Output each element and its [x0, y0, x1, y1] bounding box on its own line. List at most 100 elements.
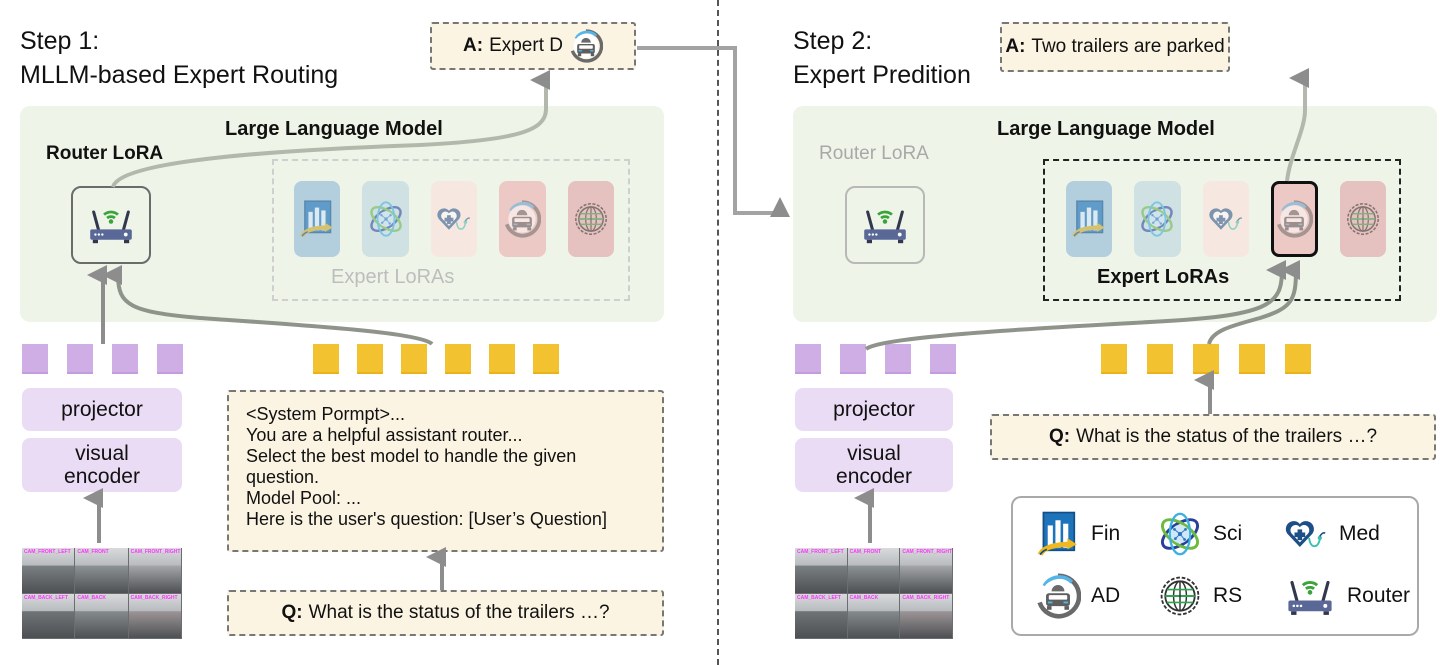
- step1-router-label: Router LoRA: [46, 143, 164, 164]
- camera-view: CAM_BACK: [847, 593, 900, 638]
- remote-sensing-globe-icon: [1157, 572, 1203, 620]
- text-token: [357, 344, 383, 374]
- camera-view: CAM_FRONT_LEFT: [795, 548, 847, 593]
- step2-answer-box: A: Two trailers are parked: [1000, 22, 1230, 72]
- step2-question-box: Q: What is the status of the trailers …?: [990, 414, 1436, 460]
- camera-label: CAM_BACK: [849, 594, 879, 601]
- step2-llm-title: Large Language Model: [997, 118, 1215, 140]
- expert-lora-fin[interactable]: [294, 181, 341, 257]
- legend-item-rs: RS: [1157, 572, 1283, 620]
- legend-item-fin: Fin: [1035, 510, 1157, 558]
- visual-token: [930, 344, 956, 374]
- system-prompt-line: Select the best model to handle the give…: [246, 446, 577, 466]
- camera-label: CAM_FRONT_LEFT: [797, 549, 844, 555]
- expert-lora-med[interactable]: [430, 181, 478, 257]
- camera-view: CAM_FRONT_RIGHT: [128, 548, 181, 593]
- visual-token: [885, 344, 911, 374]
- science-atom-icon: [1138, 199, 1176, 239]
- step2-router-lora[interactable]: [845, 186, 925, 264]
- text-token: [1101, 344, 1127, 374]
- legend-label: Med: [1339, 522, 1380, 545]
- text-token: [533, 344, 559, 374]
- legend-item-router: Router: [1283, 572, 1413, 620]
- science-atom-icon: [1157, 510, 1203, 558]
- router-icon: [85, 203, 137, 247]
- question-prefix: Q:: [1048, 426, 1071, 447]
- expert-lora-sci[interactable]: [1134, 181, 1181, 257]
- step1-llm-title: Large Language Model: [225, 118, 443, 140]
- expert-lora-rs[interactable]: [567, 181, 615, 257]
- expert-lora-rs[interactable]: [1339, 181, 1386, 257]
- remote-sensing-globe-icon: [1344, 199, 1382, 239]
- autonomous-driving-icon: [503, 199, 541, 239]
- medical-heart-icon: [1207, 199, 1245, 239]
- camera-label: CAM_BACK: [77, 594, 106, 601]
- step2-experts-label: Expert LoRAs: [1097, 266, 1230, 288]
- expert-lora-fin[interactable]: [1066, 181, 1113, 257]
- camera-label: CAM_FRONT_RIGHT: [130, 549, 181, 555]
- visual-token: [795, 344, 821, 374]
- camera-view: CAM_BACK_RIGHT: [128, 593, 181, 638]
- expert-lora-ad[interactable]: [499, 181, 546, 257]
- visual-token: [112, 344, 138, 374]
- step1-expert-cards: [294, 181, 615, 259]
- legend-label: AD: [1091, 584, 1121, 607]
- step1-visual-tokens: [22, 344, 183, 374]
- text-token: [1285, 344, 1311, 374]
- autonomous-driving-icon: [569, 29, 603, 63]
- expert-lora-sci[interactable]: [362, 181, 409, 257]
- expert-lora-med[interactable]: [1202, 181, 1249, 257]
- system-prompt-line: Here is the user's question: [User’s Que…: [246, 509, 607, 529]
- camera-view: CAM_FRONT_RIGHT: [900, 548, 952, 593]
- text-token: [313, 344, 339, 374]
- text-token: [1239, 344, 1265, 374]
- answer-text: Expert D: [489, 35, 563, 56]
- question-text: What is the status of the trailers …?: [308, 602, 610, 623]
- step1-router-lora[interactable]: [71, 186, 151, 264]
- text-token: [489, 344, 515, 374]
- step1-answer-box: A: Expert D: [430, 22, 636, 70]
- answer-prefix: A:: [463, 35, 484, 56]
- legend-item-sci: Sci: [1157, 510, 1283, 558]
- step-divider: [717, 0, 719, 665]
- step1-title-line1: Step 1:: [20, 27, 100, 55]
- legend-label: Fin: [1091, 522, 1121, 545]
- camera-view: CAM_BACK_RIGHT: [900, 593, 952, 638]
- visual-token: [840, 344, 866, 374]
- camera-label: CAM_BACK_LEFT: [24, 594, 68, 601]
- text-token: [401, 344, 427, 374]
- step2-camera-images: CAM_FRONT_LEFT CAM_FRONT CAM_FRONT_RIGHT CA…: [795, 548, 953, 639]
- step2-title-line2: Expert Predition: [793, 61, 971, 89]
- step2-text-tokens: [1101, 344, 1311, 374]
- camera-label: CAM_FRONT: [77, 549, 109, 555]
- camera-view: CAM_BACK: [75, 593, 128, 638]
- camera-view: CAM_BACK_LEFT: [795, 593, 847, 638]
- medical-heart-icon: [1283, 510, 1329, 558]
- step1-title-line2: MLLM-based Expert Routing: [20, 61, 339, 89]
- science-atom-icon: [367, 199, 405, 239]
- step2-expert-cards: [1066, 181, 1386, 259]
- camera-label: CAM_BACK_RIGHT: [130, 594, 178, 601]
- legend-item-med: Med: [1283, 510, 1413, 558]
- router-icon: [1283, 572, 1337, 620]
- finance-chart-icon: [1070, 199, 1108, 239]
- system-prompt-line: You are a helpful assistant router...: [246, 425, 523, 445]
- visual-token: [157, 344, 183, 374]
- finance-chart-icon: [298, 199, 336, 239]
- camera-label: CAM_FRONT: [849, 549, 882, 555]
- step1-projector: projector: [22, 388, 182, 431]
- step2-projector: projector: [795, 388, 953, 431]
- camera-label: CAM_FRONT_RIGHT: [902, 549, 952, 555]
- legend-label: RS: [1213, 584, 1243, 607]
- text-token: [1193, 344, 1219, 374]
- medical-heart-icon: [435, 199, 473, 239]
- finance-chart-icon: [1035, 510, 1081, 558]
- system-prompt-line: Model Pool: ...: [246, 488, 362, 508]
- expert-lora-ad[interactable]: [1270, 181, 1318, 257]
- step1-experts-label: Expert LoRAs: [331, 266, 455, 288]
- legend-label: Sci: [1213, 522, 1243, 545]
- legend-label: Router: [1347, 584, 1411, 607]
- camera-view: CAM_FRONT_LEFT: [22, 548, 75, 593]
- camera-label: CAM_BACK_RIGHT: [902, 594, 950, 601]
